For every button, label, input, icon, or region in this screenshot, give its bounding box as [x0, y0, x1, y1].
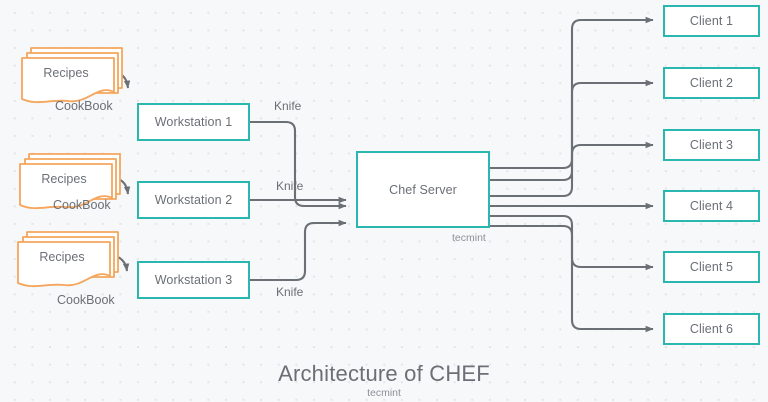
connector-workstation3-server [250, 219, 347, 282]
node-workstation-2-label: Workstation 2 [154, 193, 233, 207]
node-chef-server-label: Chef Server [389, 182, 457, 197]
node-client-4-label: Client 4 [689, 199, 734, 213]
cookbook-sheet-front [19, 163, 113, 210]
connector-server-client1 [490, 16, 654, 170]
connector-server-client3 [490, 141, 654, 198]
node-client-3[interactable]: Client 3 [663, 129, 760, 161]
cookbook-stack-3: Recipes [14, 228, 126, 290]
cookbook-sheet-front [21, 57, 115, 104]
connector-server-client5 [490, 214, 654, 271]
cookbook-stack-2: Recipes [16, 150, 128, 212]
node-client-6-label: Client 6 [689, 322, 734, 336]
node-client-5-label: Client 5 [689, 260, 734, 274]
node-client-3-label: Client 3 [689, 138, 734, 152]
node-workstation-1-label: Workstation 1 [154, 115, 233, 129]
watermark-chef-server: tecmint [452, 232, 486, 244]
node-chef-server[interactable]: Chef Server [356, 151, 490, 228]
connector-workstation1-server [250, 120, 347, 210]
cookbook-sheet-front [17, 241, 111, 288]
node-client-1-label: Client 1 [689, 14, 734, 28]
cookbook-stack-1: Recipes [18, 44, 130, 106]
connector-label-knife-1: Knife [274, 99, 302, 113]
node-client-4[interactable]: Client 4 [663, 190, 760, 222]
connector-label-knife-2: Knife [276, 179, 304, 193]
cookbook-label-2: CookBook [53, 198, 111, 212]
diagram-title: Architecture of CHEF [278, 361, 490, 386]
node-client-5[interactable]: Client 5 [663, 251, 760, 283]
node-client-2[interactable]: Client 2 [663, 67, 760, 99]
connector-server-client6 [490, 224, 654, 333]
node-client-2-label: Client 2 [689, 76, 734, 90]
node-client-6[interactable]: Client 6 [663, 313, 760, 345]
node-workstation-2[interactable]: Workstation 2 [137, 181, 250, 219]
connector-server-client2 [490, 79, 654, 182]
cookbook-label-3: CookBook [57, 293, 115, 307]
node-workstation-1[interactable]: Workstation 1 [137, 103, 250, 141]
cookbook-label-1: CookBook [55, 99, 113, 113]
node-workstation-3[interactable]: Workstation 3 [137, 261, 250, 299]
node-workstation-3-label: Workstation 3 [154, 273, 233, 287]
node-client-1[interactable]: Client 1 [663, 5, 760, 37]
watermark-title: tecmint [367, 387, 401, 399]
connector-label-knife-3: Knife [276, 285, 304, 299]
